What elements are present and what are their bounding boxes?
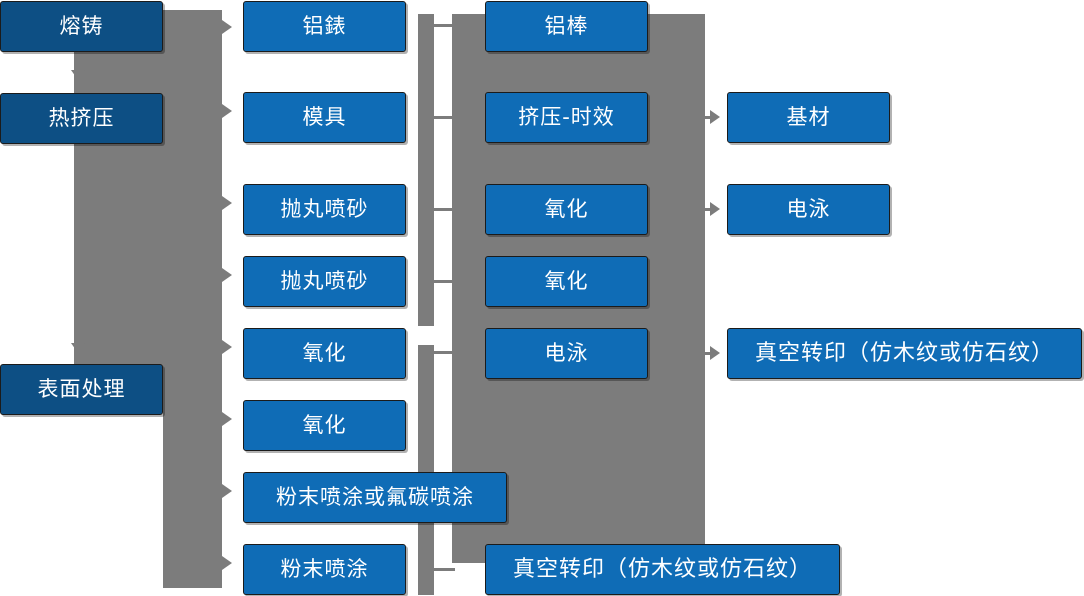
arrow-to-proc-3 — [222, 196, 232, 210]
proc-shot-blast-1-label: 抛丸喷砂 — [280, 197, 369, 221]
proc-oxidation-1-label: 氧化 — [302, 341, 347, 365]
proc-oxidation-1-box[interactable]: 氧化 — [243, 328, 406, 379]
proc-mold-box[interactable]: 模具 — [243, 92, 406, 143]
treat-vacuum-transfer-label: 真空转印（仿木纹或仿石纹） — [512, 556, 812, 582]
treat-extrude-aging-label: 挤压-时效 — [518, 105, 615, 129]
stage-trunk-upper — [74, 10, 222, 372]
arrow-to-proc-7 — [222, 484, 232, 498]
out-vacuum-transfer-label: 真空转印（仿木纹或仿石纹） — [754, 340, 1054, 366]
stub-to-out-2 — [700, 208, 716, 211]
arrow-to-proc-1 — [222, 20, 232, 34]
out-electrophoresis-box[interactable]: 电泳 — [727, 184, 890, 235]
bracket-left-bar-upper — [418, 14, 434, 326]
stage-down-arrow-2 — [71, 343, 85, 353]
arrow-to-out-3 — [710, 346, 720, 360]
treat-vacuum-transfer-box[interactable]: 真空转印（仿木纹或仿石纹） — [485, 544, 840, 595]
proc-oxidation-2-label: 氧化 — [302, 413, 347, 437]
bracket-rung-6 — [434, 568, 455, 571]
bracket-rung-2 — [434, 116, 455, 119]
proc-mold-label: 模具 — [302, 105, 347, 129]
stage-melt-cast-box[interactable]: 熔铸 — [0, 1, 163, 52]
treat-oxidation-2-label: 氧化 — [544, 269, 589, 293]
surface-stage-connector — [160, 387, 176, 390]
stage-hot-extrude-label: 热挤压 — [48, 106, 115, 130]
proc-powder-or-pvdf-box[interactable]: 粉末喷涂或氟碳喷涂 — [243, 472, 507, 523]
bracket-rung-1 — [434, 24, 455, 27]
proc-powder-or-pvdf-label: 粉末喷涂或氟碳喷涂 — [276, 485, 474, 509]
treat-aluminum-bar-box[interactable]: 铝棒 — [485, 1, 648, 52]
proc-aluminum-ingot-label: 铝錶 — [302, 14, 347, 38]
proc-powder-coat-label: 粉末喷涂 — [280, 557, 369, 581]
out-vacuum-transfer-box[interactable]: 真空转印（仿木纹或仿石纹） — [727, 328, 1082, 379]
stub-to-out-3 — [700, 352, 716, 355]
proc-aluminum-ingot-box[interactable]: 铝錶 — [243, 1, 406, 52]
treat-electrophoresis-box[interactable]: 电泳 — [485, 328, 648, 379]
proc-shot-blast-2-box[interactable]: 抛丸喷砂 — [243, 256, 406, 307]
treat-oxidation-1-label: 氧化 — [544, 197, 589, 221]
arrow-to-proc-5 — [222, 340, 232, 354]
stage-hot-extrude-box[interactable]: 热挤压 — [0, 93, 163, 144]
proc-shot-blast-1-box[interactable]: 抛丸喷砂 — [243, 184, 406, 235]
arrow-to-proc-8 — [222, 556, 232, 570]
treat-extrude-aging-box[interactable]: 挤压-时效 — [485, 92, 648, 143]
bracket-rung-4 — [434, 280, 455, 283]
stage-surface-label: 表面处理 — [37, 377, 126, 401]
stage-surface-box[interactable]: 表面处理 — [0, 364, 163, 415]
treat-aluminum-bar-label: 铝棒 — [544, 14, 589, 38]
out-base-material-box[interactable]: 基材 — [727, 92, 890, 143]
treat-electrophoresis-label: 电泳 — [544, 341, 589, 365]
bracket-rung-5 — [434, 351, 455, 354]
arrow-to-proc-4 — [222, 268, 232, 282]
out-base-material-label: 基材 — [786, 105, 831, 129]
treat-oxidation-1-box[interactable]: 氧化 — [485, 184, 648, 235]
stage-trunk-lower — [163, 372, 222, 588]
treat-oxidation-2-box[interactable]: 氧化 — [485, 256, 648, 307]
arrow-to-out-2 — [710, 202, 720, 216]
stage-melt-cast-label: 熔铸 — [59, 14, 104, 38]
bracket-left-bar-lower — [418, 345, 434, 595]
proc-powder-coat-box[interactable]: 粉末喷涂 — [243, 544, 406, 595]
arrow-to-out-1 — [710, 110, 720, 124]
bracket-rung-3 — [434, 208, 455, 211]
out-electrophoresis-label: 电泳 — [786, 197, 831, 221]
proc-shot-blast-2-label: 抛丸喷砂 — [280, 269, 369, 293]
arrow-to-proc-2 — [222, 104, 232, 118]
stub-to-out-1 — [700, 116, 716, 119]
stage-down-arrow-1 — [71, 70, 85, 80]
proc-oxidation-2-box[interactable]: 氧化 — [243, 400, 406, 451]
arrow-to-proc-6 — [222, 412, 232, 426]
